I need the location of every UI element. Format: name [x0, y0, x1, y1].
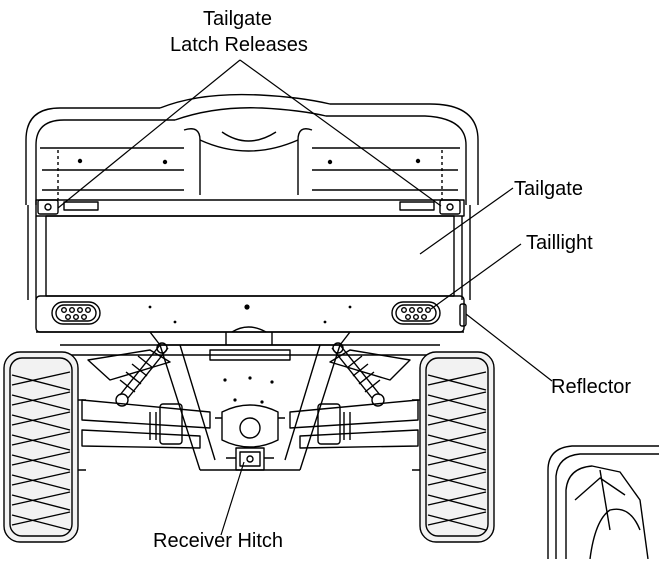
differential — [215, 404, 285, 448]
reflector — [459, 303, 467, 327]
label-tailgate-latch-line1: Tailgate — [203, 8, 272, 30]
inset-detail-view — [547, 445, 659, 560]
roll-bar — [25, 93, 479, 205]
leader-tailgate — [419, 187, 514, 255]
shock-right — [331, 342, 385, 407]
latch-release-right — [399, 199, 461, 215]
leader-taillight — [430, 243, 522, 310]
leader-latch-right — [239, 59, 442, 207]
tire-right — [412, 351, 495, 543]
label-taillight: Taillight — [526, 232, 593, 254]
rear-bumper — [35, 295, 465, 333]
lower-control-arms — [81, 399, 419, 449]
leader-reflector — [465, 313, 553, 382]
tailgate-panel — [27, 199, 471, 300]
tire-left — [3, 351, 86, 543]
latch-release-left — [37, 199, 99, 215]
label-tailgate-latch-line2: Latch Releases — [170, 34, 308, 56]
taillight-left — [51, 301, 101, 325]
leader-lines — [57, 59, 553, 536]
receiver-hitch — [226, 447, 274, 471]
label-tailgate: Tailgate — [514, 178, 583, 200]
leader-latch-left — [57, 59, 241, 209]
shock-left — [115, 342, 169, 407]
label-receiver-hitch: Receiver Hitch — [153, 530, 284, 552]
leader-receiver-hitch — [220, 461, 245, 536]
taillight-right — [391, 301, 441, 325]
label-reflector: Reflector — [551, 376, 632, 398]
